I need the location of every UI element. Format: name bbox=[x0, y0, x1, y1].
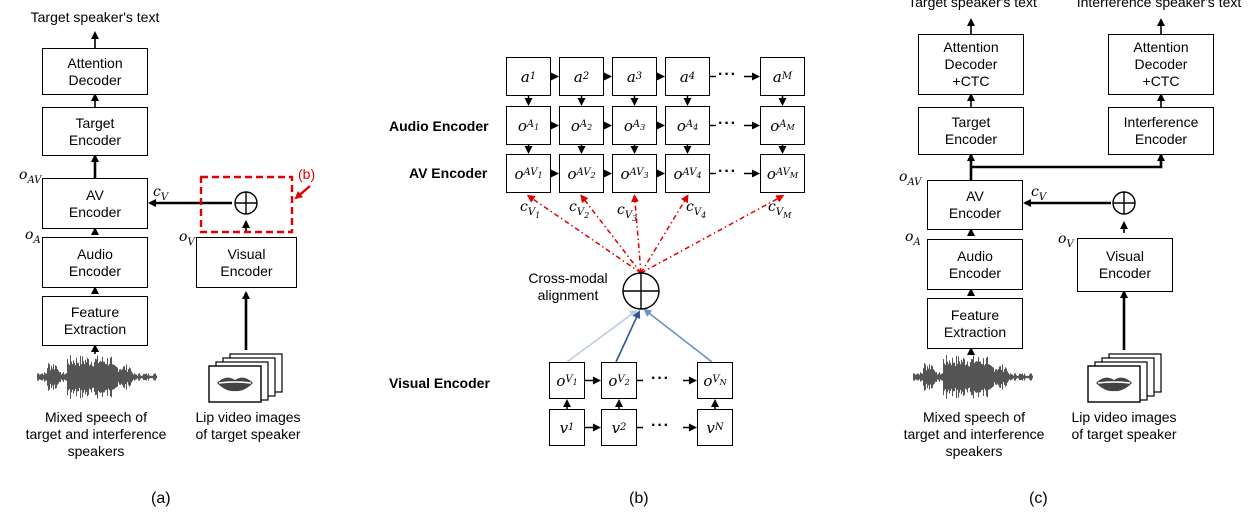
o-a-label: oA bbox=[905, 229, 921, 248]
target-encoder-box: Target Encoder bbox=[918, 107, 1024, 155]
audio-encoder-row-label: Audio Encoder bbox=[389, 118, 489, 134]
o-av-label: oAV bbox=[899, 169, 922, 188]
lip-video-caption: Lip video images of target speaker bbox=[195, 409, 301, 442]
waveform-icon bbox=[913, 355, 1033, 399]
audio-encoder-box: Audio Encoder bbox=[42, 237, 148, 288]
panel-b-alignment-lines bbox=[526, 194, 785, 274]
av-encoder-box: AV Encoder bbox=[927, 180, 1023, 230]
visual-encoder-row-label: Visual Encoder bbox=[389, 375, 490, 391]
ellipsis: ··· bbox=[651, 369, 670, 387]
o-a-label: oA bbox=[25, 227, 41, 246]
lip-images-icon bbox=[1087, 353, 1162, 403]
context-vector-label: cV3 bbox=[617, 202, 638, 223]
feature-extraction-box: Feature Extraction bbox=[42, 296, 148, 346]
panel-a-highlight-box bbox=[199, 175, 294, 234]
target-decoder-box: Attention Decoder +CTC bbox=[918, 34, 1024, 95]
ellipsis: ··· bbox=[718, 114, 737, 132]
c-v-label: cV bbox=[1031, 184, 1047, 203]
ellipsis: ··· bbox=[718, 162, 737, 180]
panel-b-caption: (b) bbox=[629, 490, 649, 507]
panel-c-title-target: Target speaker's text bbox=[908, 0, 1037, 10]
mixed-speech-caption: Mixed speech of target and interference … bbox=[903, 409, 1045, 459]
mixed-speech-caption: Mixed speech of target and interference … bbox=[25, 409, 167, 459]
context-vector-label: cV4 bbox=[686, 199, 707, 220]
ellipsis: ··· bbox=[718, 65, 737, 83]
panel-b-visual-links bbox=[566, 308, 713, 363]
panel-c-arrows bbox=[967, 18, 1165, 355]
context-vector-label: cV2 bbox=[569, 199, 590, 220]
context-vector-label: cV1 bbox=[520, 199, 541, 220]
panel-a-caption: (a) bbox=[151, 490, 171, 507]
interference-decoder-box: Attention Decoder +CTC bbox=[1108, 34, 1214, 95]
o-v-label: oV bbox=[1058, 231, 1074, 250]
o-v-label: oV bbox=[179, 229, 195, 248]
feature-extraction-box: Feature Extraction bbox=[927, 298, 1023, 349]
o-av-label: oAV bbox=[19, 167, 42, 186]
target-encoder-box: Target Encoder bbox=[42, 107, 148, 156]
audio-encoder-box: Audio Encoder bbox=[927, 239, 1023, 290]
av-encoder-box: AV Encoder bbox=[42, 178, 148, 229]
visual-encoder-box: Visual Encoder bbox=[1077, 238, 1173, 292]
c-v-label: cV bbox=[153, 184, 169, 203]
panel-c-caption: (c) bbox=[1029, 490, 1048, 507]
panel-a-title: Target speaker's text bbox=[30, 9, 160, 25]
waveform-icon bbox=[37, 355, 157, 399]
lip-images-icon bbox=[208, 353, 283, 403]
panel-c-title-interference: Interference speaker's text bbox=[1076, 0, 1242, 10]
callout-label: (b) bbox=[298, 166, 316, 182]
attention-decoder-box: Attention Decoder bbox=[42, 48, 148, 95]
panel-a-callout-arrow bbox=[294, 185, 311, 200]
av-encoder-row-label: AV Encoder bbox=[409, 165, 488, 181]
ellipsis: ··· bbox=[651, 416, 670, 434]
visual-encoder-box: Visual Encoder bbox=[196, 237, 297, 288]
cross-modal-label: Cross-modal alignment bbox=[528, 270, 608, 303]
lip-video-caption: Lip video images of target speaker bbox=[1071, 409, 1177, 442]
panel-b-arrows bbox=[524, 72, 787, 432]
panel-a-arrows bbox=[91, 31, 250, 354]
context-vector-label: cVM bbox=[768, 199, 792, 220]
interference-encoder-box: Interference Encoder bbox=[1108, 107, 1214, 155]
